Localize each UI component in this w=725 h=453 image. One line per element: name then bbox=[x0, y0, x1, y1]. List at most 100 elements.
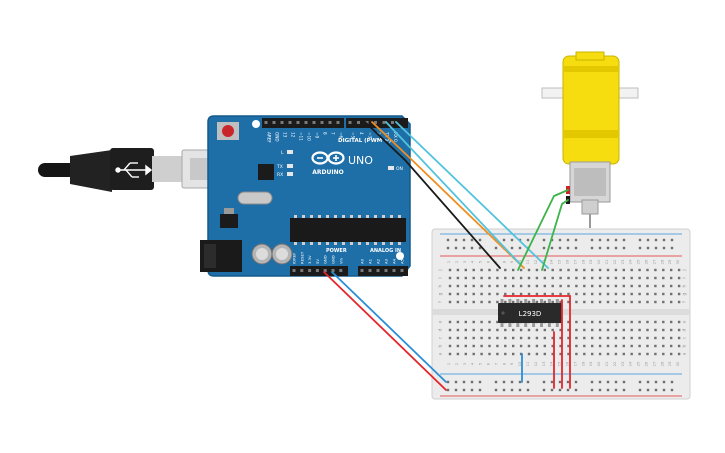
digital-pin-label: ~3 bbox=[368, 132, 373, 139]
digital-pin bbox=[288, 121, 292, 124]
rail-hole bbox=[622, 380, 626, 384]
rail-hole bbox=[574, 238, 578, 242]
terminal-hole bbox=[551, 352, 554, 356]
row-letter: h bbox=[682, 284, 688, 287]
terminal-hole bbox=[575, 336, 578, 340]
terminal-hole bbox=[535, 284, 539, 288]
column-number: 24 bbox=[628, 259, 633, 264]
terminal-hole bbox=[496, 300, 499, 304]
column-number: 12 bbox=[533, 361, 538, 366]
terminal-hole bbox=[551, 276, 554, 280]
terminal-hole bbox=[598, 344, 602, 348]
rail-hole bbox=[614, 246, 618, 250]
terminal-hole bbox=[512, 344, 515, 348]
digital-pin-label: ~5 bbox=[351, 132, 356, 139]
terminal-hole bbox=[606, 352, 610, 356]
terminal-hole bbox=[638, 344, 641, 348]
analog-pin-label: A5 bbox=[400, 258, 405, 264]
column-number: 9 bbox=[509, 362, 514, 365]
terminal-hole bbox=[622, 320, 625, 324]
row-letter: i bbox=[438, 277, 444, 278]
rail-hole bbox=[670, 238, 674, 242]
rail-hole bbox=[566, 388, 570, 392]
crystal bbox=[237, 191, 273, 205]
terminal-hole bbox=[646, 336, 649, 340]
terminal-hole bbox=[512, 276, 515, 280]
terminal-hole bbox=[591, 284, 594, 288]
power-label: POWER bbox=[326, 248, 347, 254]
rail-hole bbox=[550, 388, 554, 392]
terminal-hole bbox=[472, 344, 475, 348]
column-number: 10 bbox=[517, 259, 522, 264]
terminal-hole bbox=[567, 336, 570, 340]
column-number: 2 bbox=[454, 362, 459, 365]
terminal-hole bbox=[535, 276, 539, 280]
terminal-hole bbox=[512, 336, 515, 340]
rail-hole bbox=[446, 380, 450, 384]
column-number: 16 bbox=[565, 361, 570, 366]
digital-label: DIGITAL (PWM ~) bbox=[338, 138, 392, 144]
terminal-hole bbox=[575, 300, 578, 304]
terminal-hole bbox=[638, 320, 641, 324]
terminal-hole bbox=[606, 300, 610, 304]
terminal-hole bbox=[480, 300, 483, 304]
rail-hole bbox=[598, 380, 602, 384]
terminal-hole bbox=[583, 300, 586, 304]
power-pin-label: 5V bbox=[315, 259, 320, 264]
rail-hole bbox=[598, 246, 602, 250]
terminal-hole bbox=[464, 328, 467, 332]
wire-red-enable bbox=[503, 295, 571, 389]
rail-hole bbox=[574, 388, 578, 392]
rail-hole bbox=[654, 388, 658, 392]
terminal-hole bbox=[496, 344, 499, 348]
column-number: 19 bbox=[588, 259, 593, 264]
terminal-hole bbox=[630, 300, 633, 304]
terminal-hole bbox=[464, 268, 467, 272]
digital-pin-label: RX 0 bbox=[393, 132, 398, 142]
rail-hole bbox=[462, 246, 466, 250]
terminal-hole bbox=[567, 284, 570, 288]
terminal-hole bbox=[598, 320, 602, 324]
column-number: 7 bbox=[493, 362, 498, 365]
terminal-hole bbox=[519, 268, 523, 272]
terminal-hole bbox=[677, 268, 681, 272]
reset-button[interactable] bbox=[217, 122, 239, 140]
terminal-hole bbox=[646, 352, 649, 356]
terminal-hole bbox=[614, 284, 618, 288]
terminal-hole bbox=[504, 276, 507, 280]
terminal-hole bbox=[598, 284, 602, 288]
rail-hole bbox=[598, 238, 602, 242]
terminal-hole bbox=[614, 292, 618, 296]
column-number: 3 bbox=[462, 362, 467, 365]
analog-label: ANALOG IN bbox=[370, 248, 401, 254]
terminal-hole bbox=[575, 320, 578, 324]
rail-hole bbox=[518, 388, 522, 392]
terminal-hole bbox=[630, 268, 633, 272]
terminal-hole bbox=[488, 292, 491, 296]
terminal-hole bbox=[677, 344, 681, 348]
rail-hole bbox=[542, 388, 546, 392]
terminal-hole bbox=[488, 344, 491, 348]
capacitor-1 bbox=[251, 243, 273, 265]
digital-pin bbox=[272, 121, 276, 124]
column-number: 23 bbox=[620, 259, 625, 264]
terminal-hole bbox=[456, 276, 460, 280]
power-pin-label: RESET bbox=[299, 251, 304, 264]
rail-hole bbox=[646, 246, 650, 250]
analog-pin bbox=[376, 269, 380, 272]
terminal-hole bbox=[464, 284, 467, 288]
analog-pin bbox=[360, 269, 364, 272]
rail-hole bbox=[510, 388, 514, 392]
digital-pin-label: GND bbox=[275, 132, 280, 142]
column-number: 24 bbox=[628, 361, 633, 366]
terminal-hole bbox=[488, 300, 491, 304]
power-pin-label: Vin bbox=[338, 257, 343, 264]
power-header bbox=[290, 266, 348, 276]
rail-hole bbox=[478, 380, 482, 384]
row-letter: f bbox=[438, 301, 444, 303]
rail-hole bbox=[470, 238, 474, 242]
terminal-hole bbox=[662, 352, 665, 356]
terminal-hole bbox=[456, 292, 460, 296]
terminal-hole bbox=[559, 328, 562, 332]
terminal-hole bbox=[598, 300, 602, 304]
